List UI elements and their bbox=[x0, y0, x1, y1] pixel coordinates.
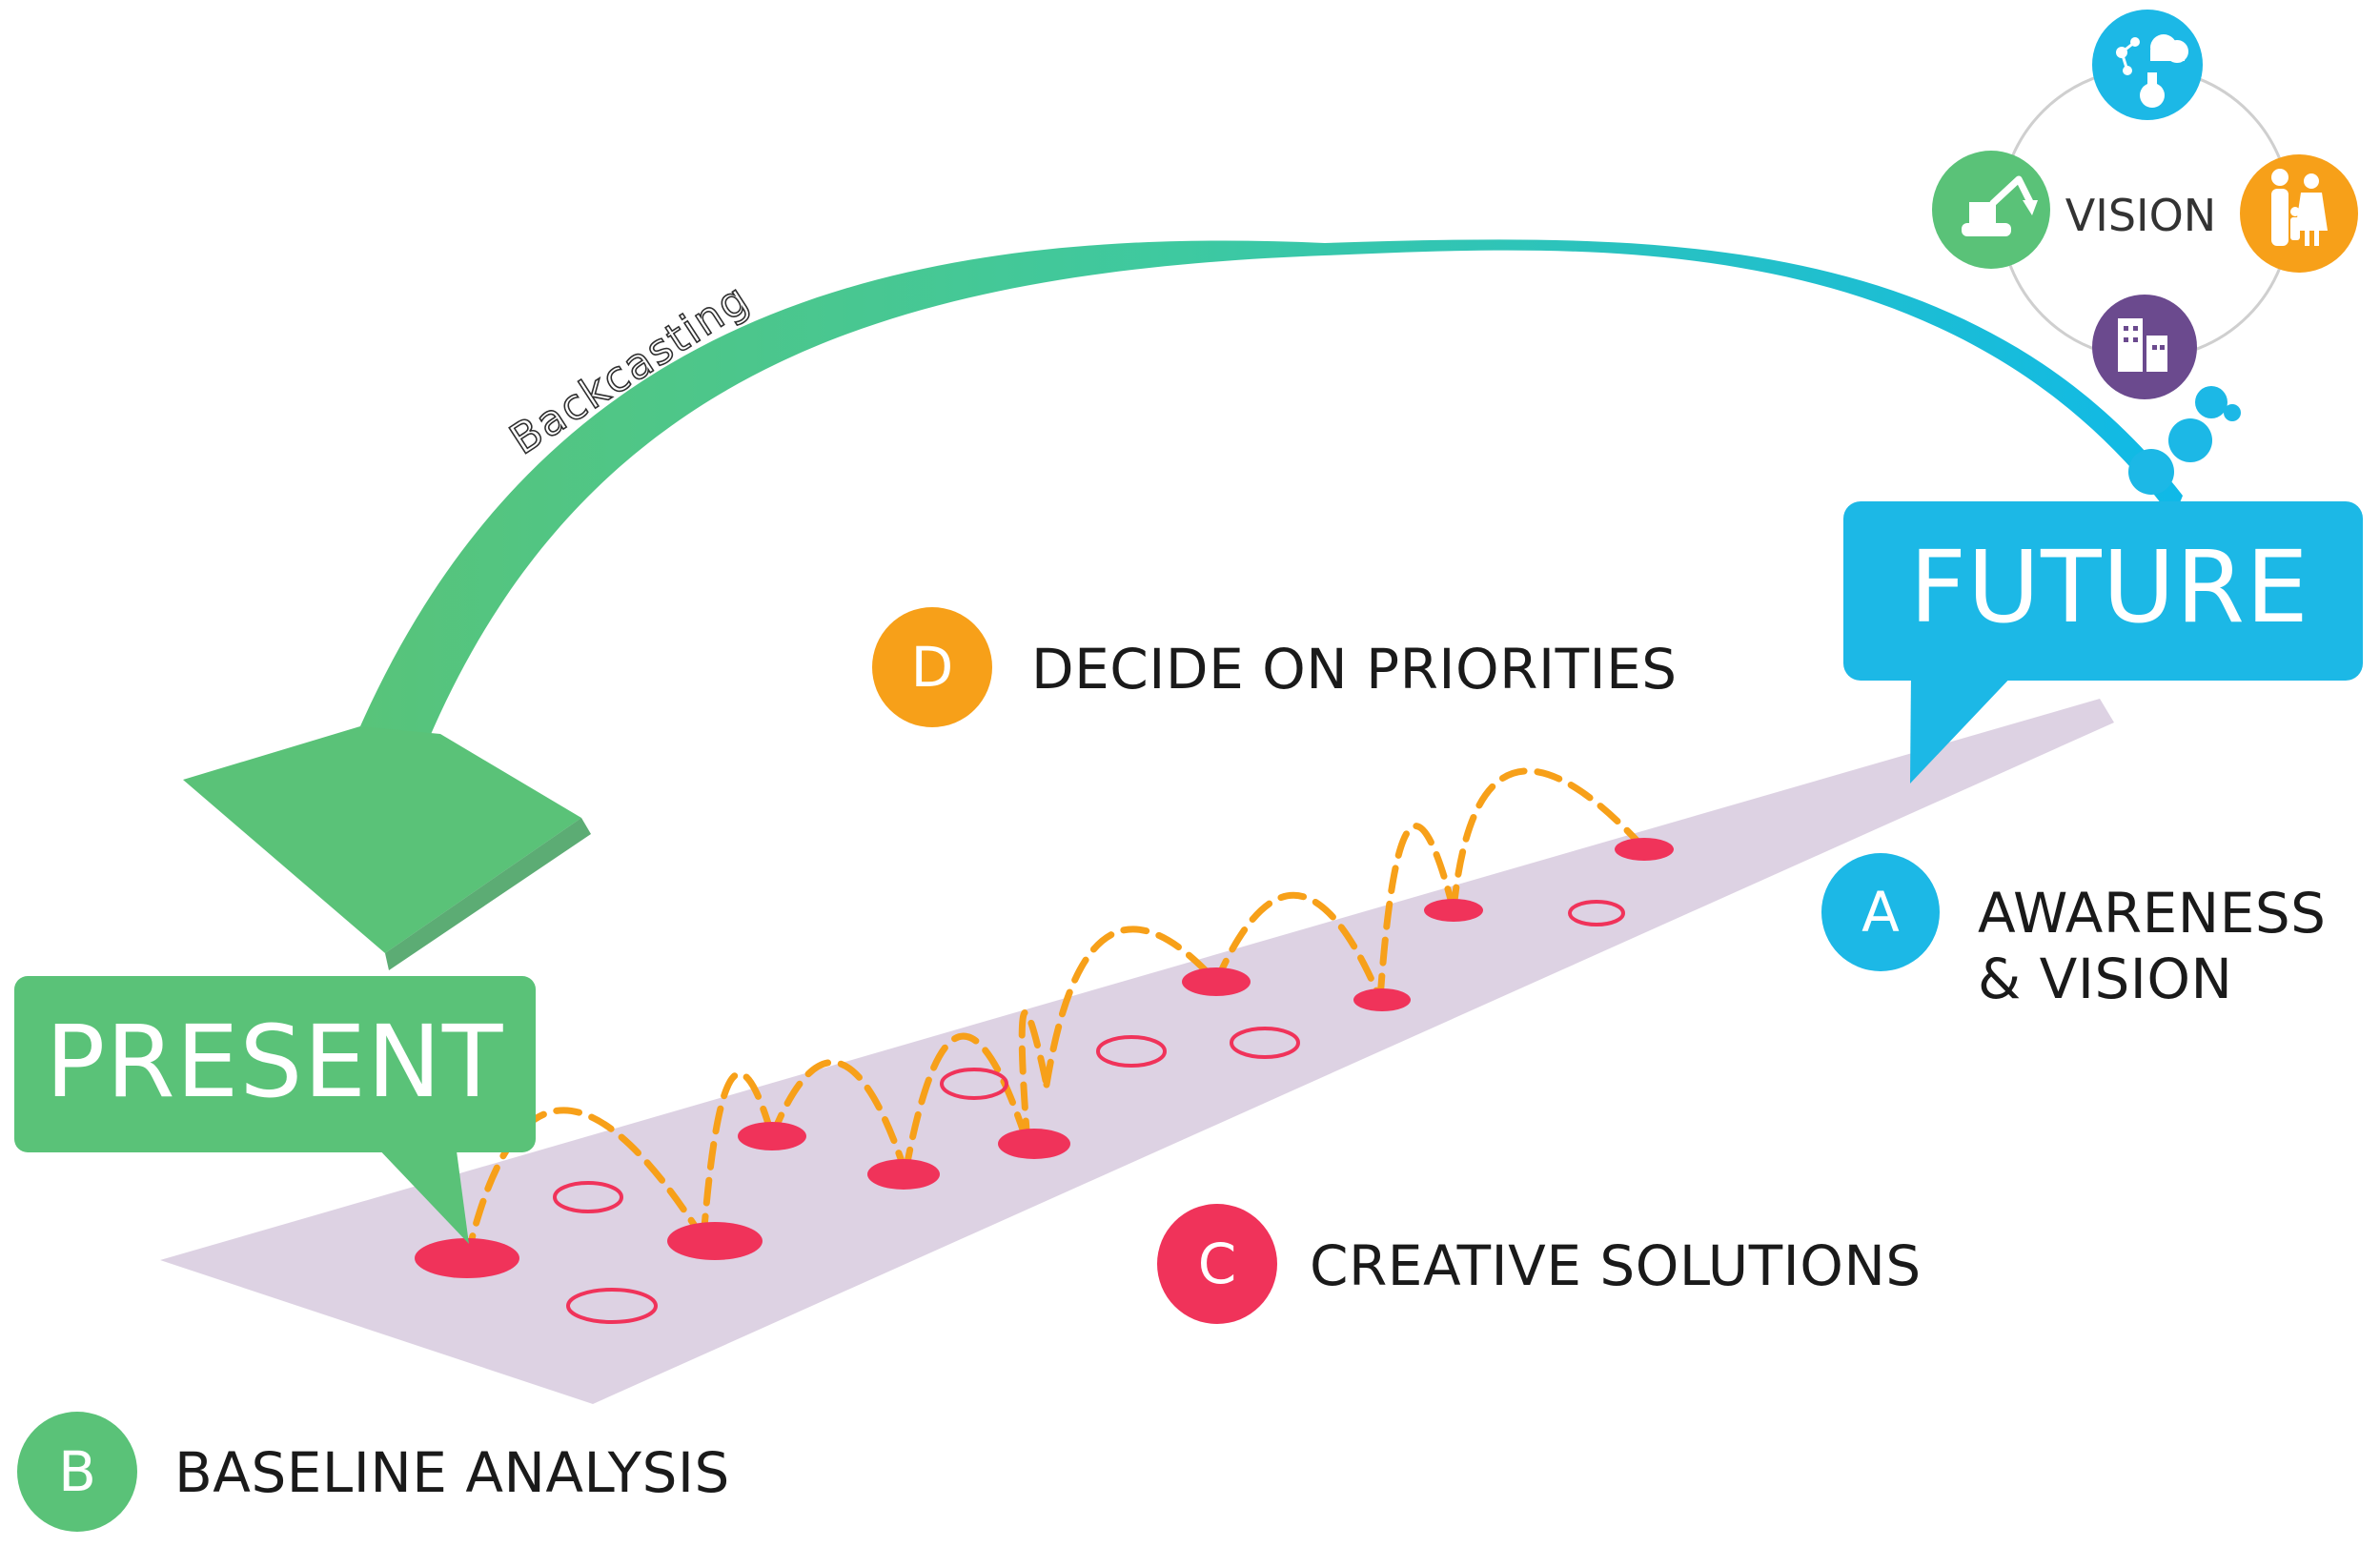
open-stone bbox=[553, 1181, 623, 1213]
future-bubble: FUTURE bbox=[1843, 501, 2363, 784]
stepping-stone bbox=[1353, 988, 1411, 1011]
progress-hops bbox=[463, 767, 1648, 1262]
present-label: PRESENT bbox=[46, 1004, 504, 1120]
vision-cluster: VISION bbox=[1932, 10, 2358, 399]
future-label: FUTURE bbox=[1909, 529, 2309, 645]
stepping-stone bbox=[667, 1222, 763, 1260]
hop bbox=[463, 1107, 707, 1262]
stepping-stone bbox=[1424, 899, 1483, 922]
vision-label: VISION bbox=[2065, 190, 2216, 241]
hop bbox=[1376, 823, 1457, 1003]
step-a-letter: A bbox=[1861, 880, 1900, 945]
step-d-letter: D bbox=[911, 635, 954, 700]
step-c-letter: C bbox=[1198, 1231, 1237, 1296]
stepping-stones bbox=[415, 838, 1674, 1278]
stepping-stone bbox=[415, 1238, 519, 1278]
stepping-stone bbox=[867, 1159, 940, 1190]
buildings-icon bbox=[2092, 295, 2197, 399]
step-b-badge bbox=[17, 1412, 137, 1532]
stepping-stone bbox=[1182, 967, 1251, 996]
hop bbox=[700, 1070, 776, 1243]
step-b: B BASELINE ANALYSIS bbox=[17, 1412, 730, 1532]
open-stone bbox=[940, 1068, 1008, 1100]
hop bbox=[902, 1032, 1031, 1176]
family-icon bbox=[2240, 154, 2358, 273]
present-bubble: PRESENT bbox=[14, 976, 536, 1244]
hop bbox=[768, 1059, 909, 1176]
open-stone bbox=[1230, 1027, 1300, 1059]
stepping-stone bbox=[998, 1129, 1070, 1159]
step-a-label-line1: AWARENESS bbox=[1978, 881, 2326, 946]
hop bbox=[1450, 767, 1648, 914]
hop bbox=[1018, 1008, 1050, 1148]
stepping-stone bbox=[738, 1122, 806, 1150]
step-a-badge bbox=[1821, 853, 1940, 971]
hop bbox=[1212, 891, 1384, 1003]
step-d-label: DECIDE ON PRIORITIES bbox=[1031, 637, 1678, 702]
step-a: A AWARENESS & VISION bbox=[1821, 853, 2326, 1011]
open-stone bbox=[566, 1288, 658, 1324]
stepping-stone bbox=[1615, 838, 1674, 861]
backcasting-arrow bbox=[183, 239, 2183, 970]
excavator-icon bbox=[1932, 151, 2050, 269]
thought-bubbles bbox=[2128, 386, 2241, 495]
step-b-letter: B bbox=[58, 1439, 96, 1504]
step-d: D DECIDE ON PRIORITIES bbox=[872, 607, 1678, 727]
step-c-badge bbox=[1157, 1204, 1277, 1324]
open-stones bbox=[553, 900, 1625, 1324]
open-stone bbox=[1568, 900, 1625, 926]
step-b-label: BASELINE ANALYSIS bbox=[174, 1440, 730, 1505]
hop bbox=[1043, 926, 1220, 1089]
step-d-badge bbox=[872, 607, 992, 727]
step-c: C CREATIVE SOLUTIONS bbox=[1157, 1204, 1922, 1324]
step-a-label-line2: & VISION bbox=[1978, 947, 2232, 1011]
open-stone bbox=[1096, 1035, 1167, 1068]
science-icon bbox=[2092, 10, 2203, 120]
step-c-label: CREATIVE SOLUTIONS bbox=[1310, 1233, 1922, 1298]
pathway-band bbox=[160, 699, 2114, 1404]
